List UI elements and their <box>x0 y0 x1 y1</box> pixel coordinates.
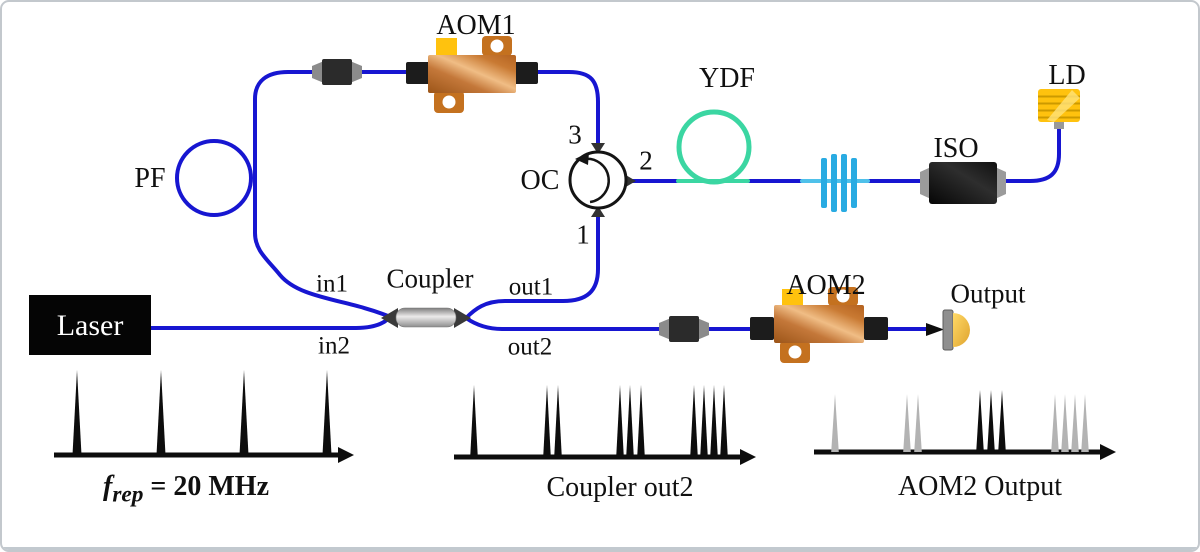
ydf-label: YDF <box>698 63 756 94</box>
oc-port1-label: 1 <box>576 219 590 250</box>
pulse-spike <box>914 394 922 452</box>
iso-isolator <box>920 162 1006 204</box>
coupler-out2-train-label: Coupler out2 <box>546 472 694 503</box>
aom1-label: AOM1 <box>436 10 516 41</box>
pf-fiber-coil <box>175 139 253 217</box>
coupler-in1-label: in1 <box>316 270 348 298</box>
pulse-spike <box>1071 394 1079 452</box>
laser-label: Laser <box>56 309 124 342</box>
circulation-arrow-icon <box>583 157 610 204</box>
pulse-spike <box>1051 394 1059 452</box>
ld-label: LD <box>1048 60 1086 91</box>
coupler-label: Coupler <box>386 263 474 294</box>
pulse-spike <box>322 370 332 455</box>
coupler-out1-label: out1 <box>508 273 554 301</box>
pulse-spike <box>543 385 551 457</box>
oc-circulator <box>568 143 636 217</box>
pulse-spike <box>831 394 839 452</box>
output-label: Output <box>950 278 1026 309</box>
pulse-spike <box>626 385 634 457</box>
oc-port3-label: 3 <box>568 119 582 150</box>
fiber-ring-in1-pf-aom1-to-oc-port3 <box>253 70 600 318</box>
rep-rate-label: frep = 20 MHz <box>102 471 270 508</box>
output-collimator <box>926 309 970 351</box>
coupler-device <box>381 307 471 328</box>
pulse-spike <box>710 385 718 457</box>
fiber-coupler-out2-to-output <box>464 316 938 331</box>
pulse-spike <box>470 385 478 457</box>
pulse-spike <box>239 370 249 455</box>
pulse-spike <box>987 390 995 452</box>
aom2-device <box>750 287 888 363</box>
laser-box <box>29 295 151 355</box>
fiber-connector-2 <box>659 316 709 342</box>
aom2-output-train-label: AOM2 Output <box>897 471 1063 502</box>
pulse-spike <box>637 385 645 457</box>
pulse-spike <box>720 385 728 457</box>
pulse-spike <box>976 390 984 452</box>
ld-laser-diode <box>1038 89 1080 129</box>
pulse-train-laser <box>54 370 354 463</box>
oc-label: OC <box>520 165 560 196</box>
pulse-spike <box>616 385 624 457</box>
aom2-label: AOM2 <box>786 270 866 301</box>
aom1-device <box>406 36 538 113</box>
fiber-oc-port1-to-coupler-out1 <box>464 208 600 320</box>
fiber-laser-to-coupler-in2 <box>149 317 390 330</box>
pulse-spike <box>1061 394 1069 452</box>
pulse-spike <box>903 394 911 452</box>
pulse-train-coupler-out2 <box>454 385 756 465</box>
oc-port2-label: 2 <box>639 145 653 176</box>
pulse-train-aom2-output <box>814 390 1116 460</box>
fiber-oc-port2-to-ld <box>625 127 1061 183</box>
pf-label: PF <box>134 163 166 194</box>
pulse-spike <box>998 390 1006 452</box>
pulse-spike <box>156 370 166 455</box>
frame-bottom-strip <box>2 547 1198 550</box>
coupler-in2-label: in2 <box>318 332 350 360</box>
coupler-out2-label: out2 <box>507 333 553 361</box>
pulse-spike <box>690 385 698 457</box>
iso-label: ISO <box>933 133 979 164</box>
pulse-spike <box>700 385 708 457</box>
pulse-spike <box>72 370 82 455</box>
ydf-fiber-coil <box>676 109 752 185</box>
wdm-comb-icon <box>821 154 857 212</box>
fiber-connector-1 <box>312 59 362 85</box>
circulation-arrowhead-icon <box>575 152 589 165</box>
pulse-spike <box>554 385 562 457</box>
pulse-spike <box>1081 394 1089 452</box>
